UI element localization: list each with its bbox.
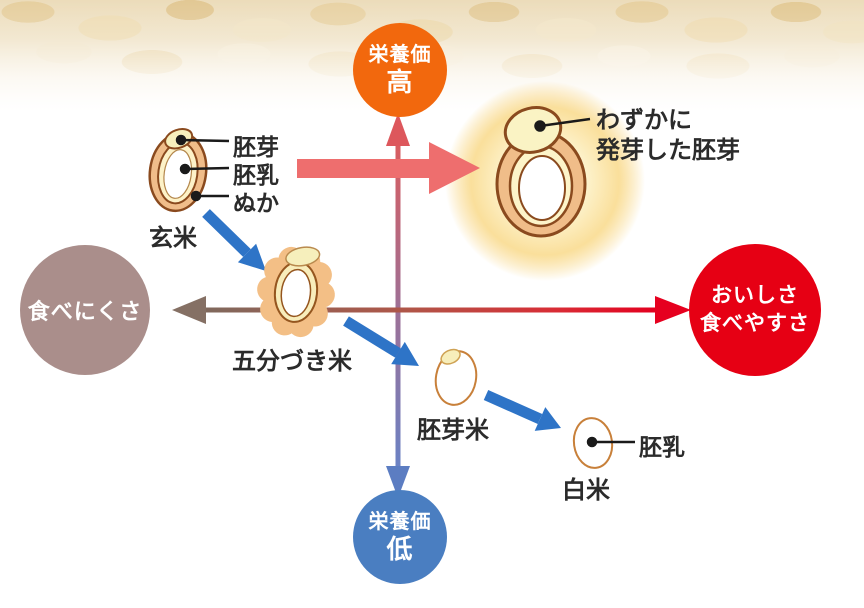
hard-to-eat-badge: 食べにくさ — [20, 245, 150, 375]
nutrition-high-label: 栄養価 — [368, 44, 432, 66]
genmai-name-label: 玄米 — [149, 225, 197, 252]
nutrition-low-badge: 栄養価 低 — [353, 490, 447, 584]
horizontal-axis-left-arrowhead — [172, 296, 206, 324]
germinated-grain — [495, 106, 587, 238]
nutrition-high-badge: 栄養価 高 — [353, 23, 447, 117]
genmai-part-germ-label: 胚芽 — [233, 134, 279, 160]
genmai-callout-lines — [175, 134, 230, 202]
germinated-germ-label-line1: わずかに — [596, 107, 692, 134]
germinated-callout-line — [534, 117, 591, 132]
tasty-label-line1: おいしさ — [711, 284, 799, 307]
horizontal-axis-right-arrowhead — [655, 296, 691, 324]
vertical-axis — [386, 113, 410, 498]
nutrition-high-value: 高 — [386, 67, 414, 97]
genmai-part-endosperm-label: 胚乳 — [233, 162, 279, 188]
gobuzuki-name-label: 五分づき米 — [232, 348, 352, 375]
haigamai-grain — [434, 348, 478, 406]
hard-to-eat-label: 食べにくさ — [27, 299, 143, 324]
horizontal-axis — [172, 296, 691, 324]
genmai-part-bran-label: ぬか — [233, 190, 279, 216]
genmai-grain — [148, 128, 208, 213]
vertical-axis-down-arrowhead — [386, 466, 410, 498]
germination-big-arrow — [297, 142, 480, 194]
hakumai-name-label: 白米 — [562, 477, 610, 504]
hakumai-callout-line — [586, 436, 635, 448]
tasty-badge: おいしさ 食べやすさ — [689, 244, 821, 376]
milling-arrows — [202, 209, 561, 431]
haigamai-name-label: 胚芽米 — [417, 417, 489, 444]
germinated-germ-label-line2: 発芽した胚芽 — [596, 137, 740, 164]
gobuzuki-grain — [257, 246, 335, 338]
tasty-label-line2: 食べやすさ — [700, 312, 810, 335]
nutrition-low-value: 低 — [386, 534, 414, 564]
vertical-axis-up-arrowhead — [386, 113, 410, 146]
gobuzuki-germ — [285, 246, 321, 267]
hakumai-part-endosperm-label: 胚乳 — [639, 434, 685, 460]
germinated-germ-label: わずかに 発芽した胚芽 — [596, 106, 740, 166]
haigamai-germ — [440, 348, 461, 365]
nutrition-low-label: 栄養価 — [368, 511, 432, 533]
